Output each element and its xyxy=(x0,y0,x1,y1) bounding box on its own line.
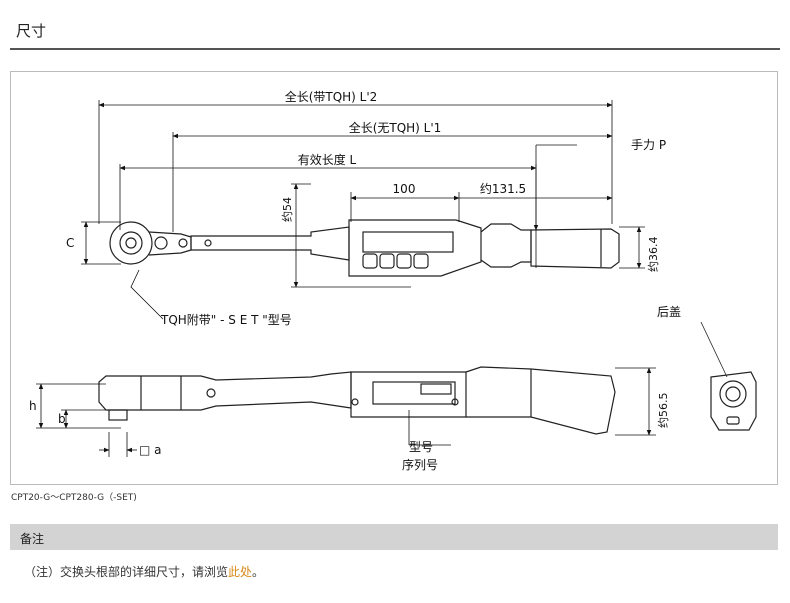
drawing-caption: CPT20-G～CPT280-G（-SET) xyxy=(11,493,137,503)
wrench-top-view xyxy=(109,219,620,277)
dim-overall-with-tqh: 全长(带TQH) L'2 xyxy=(285,89,378,104)
remarks-header: 备注 xyxy=(10,524,778,550)
rear-cover-label: 后盖 xyxy=(657,305,681,319)
section-title: 尺寸 xyxy=(16,22,47,40)
tqh-model-label: TQH附带" - S E T "型号 xyxy=(160,313,292,327)
dim-dia-36-4: 约36.4 xyxy=(647,237,660,273)
grip xyxy=(530,228,620,269)
handle-force-label: 手力 P xyxy=(631,138,666,152)
wrench-side-view xyxy=(98,366,616,435)
note-prefix: （注）交换头根部的详细尺寸，请浏览 xyxy=(24,565,229,579)
display-unit xyxy=(348,219,482,277)
dim-height-54: 约54 xyxy=(281,197,294,222)
dimension-drawing: 全长(带TQH) L'2 全长(无TQH) L'1 有效长度 L 100 约13… xyxy=(10,71,778,485)
model-label: 型号 xyxy=(409,440,433,454)
dim-effective-length: 有效长度 L xyxy=(298,152,357,167)
dim-h: h xyxy=(29,399,37,413)
ratchet-head xyxy=(109,221,153,265)
serial-label: 序列号 xyxy=(402,457,438,472)
wrench-drawing-svg: 全长(带TQH) L'2 全长(无TQH) L'1 有效长度 L 100 约13… xyxy=(29,89,757,472)
note-link[interactable]: 此处 xyxy=(228,565,253,579)
remarks-title: 备注 xyxy=(20,532,45,546)
remarks-note: （注）交换头根部的详细尺寸，请浏览此处。 xyxy=(24,563,264,580)
dim-b: b xyxy=(58,412,66,426)
note-suffix: 。 xyxy=(252,565,265,579)
dim-131-5: 约131.5 xyxy=(480,181,526,196)
dim-c: C xyxy=(66,236,74,250)
dim-a: □ a xyxy=(139,443,162,457)
rear-cover-view xyxy=(700,321,757,431)
dim-100: 100 xyxy=(393,182,416,196)
dim-overall-without-tqh: 全长(无TQH) L'1 xyxy=(349,120,442,135)
section-header: 尺寸 xyxy=(10,12,780,50)
dim-dia-56-5: 约56.5 xyxy=(657,393,670,429)
